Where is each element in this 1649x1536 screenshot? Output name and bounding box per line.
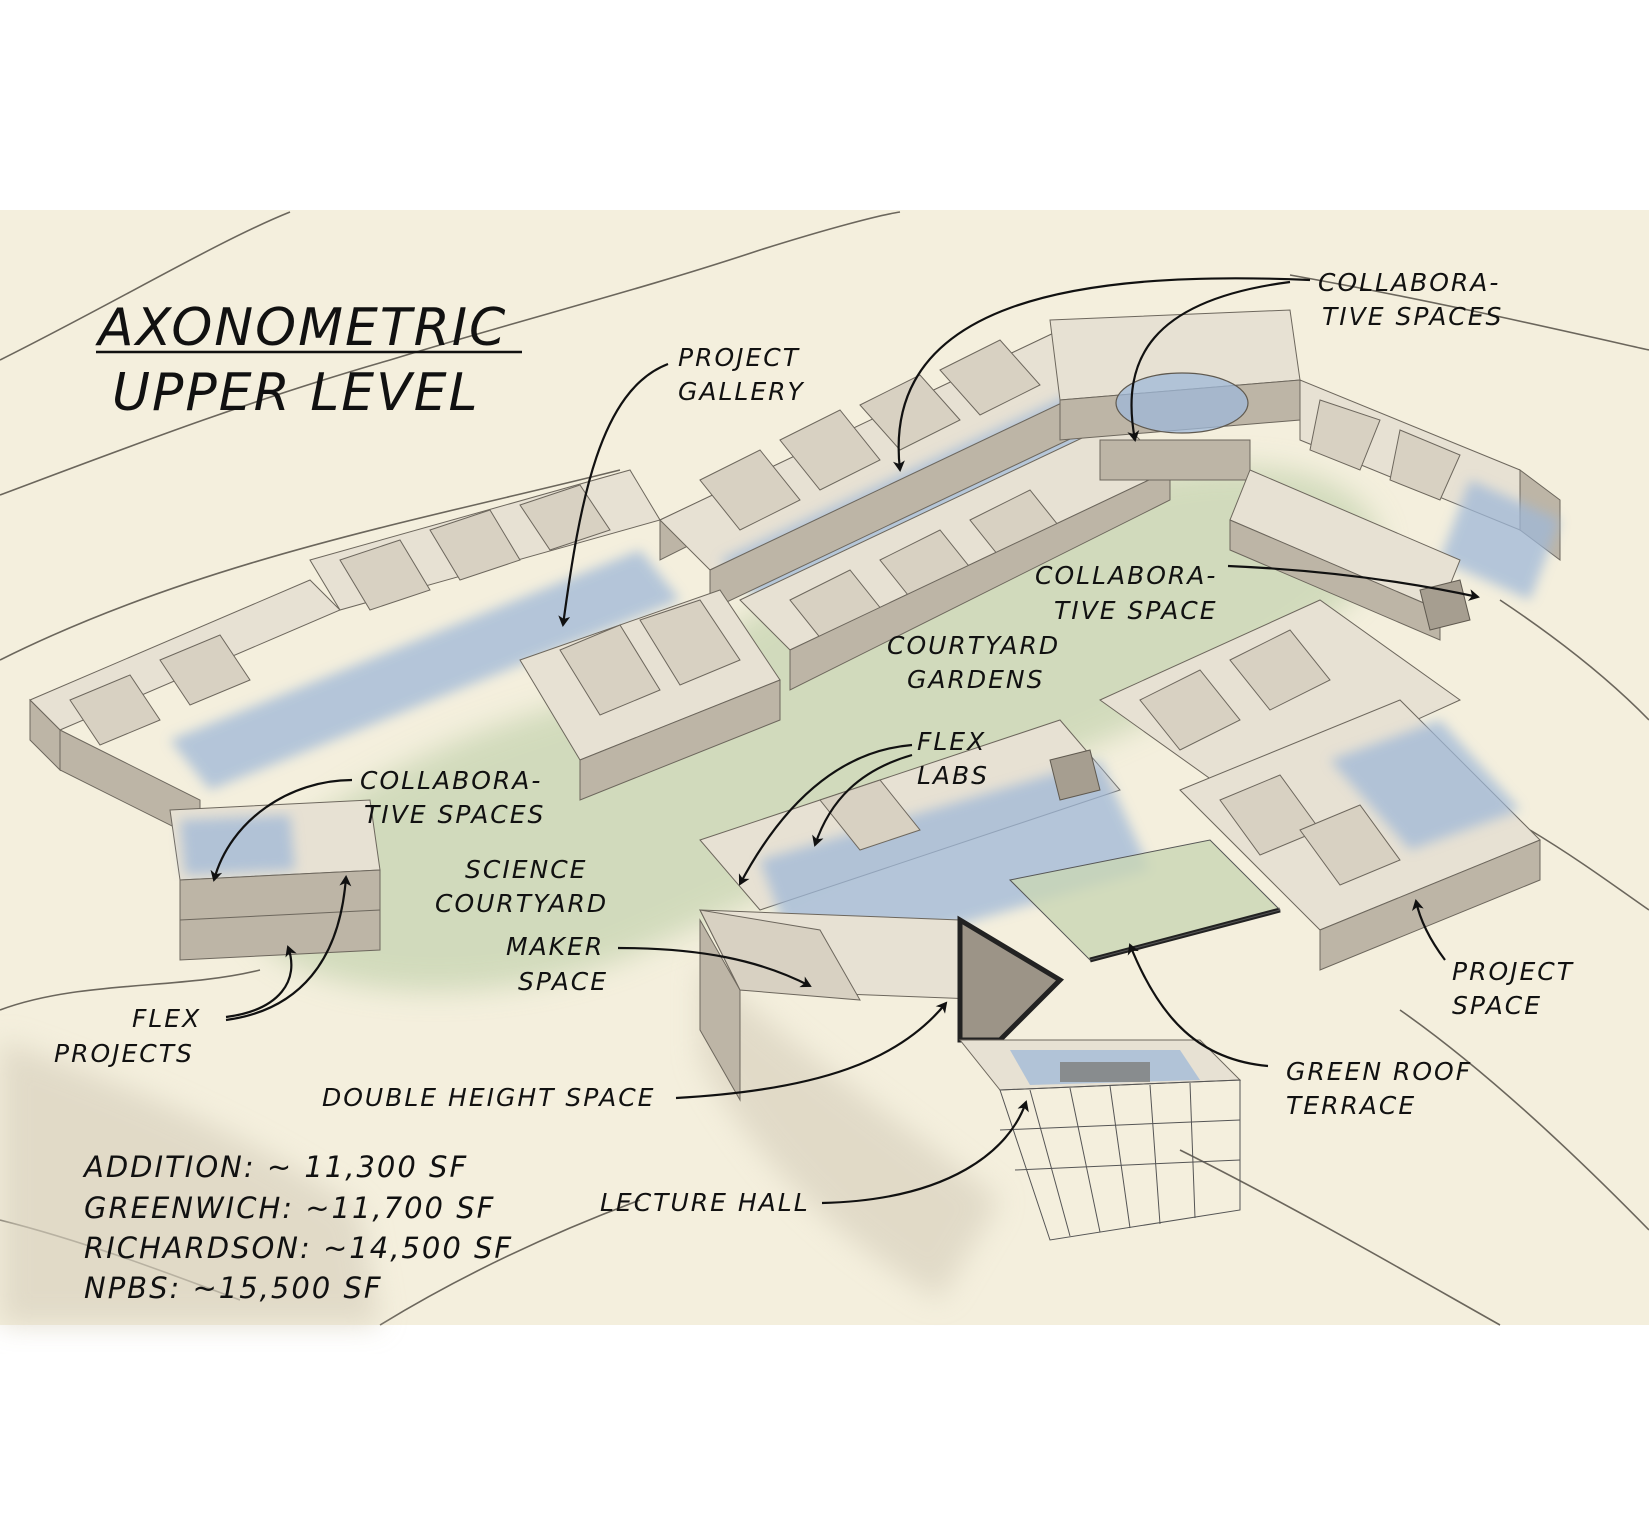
arrow-lecture-hall [821,1100,1029,1205]
label-courtyard-gardens-2: GARDENS [907,665,1044,694]
arrow-collab-space-right [1227,564,1480,601]
green-roof-terrace [1008,839,1281,963]
label-double-height-space: DOUBLE HEIGHT SPACE [322,1083,655,1112]
label-project-space-2: SPACE [1452,991,1542,1020]
arrow-project-space [1411,899,1446,961]
lecture-hall-block [958,1039,1242,1241]
label-collab-spaces-left-1: COLLABORA- [360,766,542,795]
flex-projects-block [169,799,381,961]
area-npbs: NPBS: ~15,500 SF [84,1271,383,1305]
label-collab-spaces-top-2: TIVE SPACES [1322,302,1503,331]
label-project-space-1: PROJECT [1452,957,1574,986]
label-collab-space-right-2: TIVE SPACE [1054,596,1218,625]
arrow-collab-top-a [892,277,1311,472]
rotunda-building [1049,309,1301,481]
label-flex-labs-2: LABS [917,761,989,790]
label-lecture-hall: LECTURE HALL [600,1188,810,1217]
terrain-shading [0,960,1000,1325]
label-maker-space-1: MAKER [506,932,604,961]
arrow-collab-top-b [1127,280,1291,442]
arrow-flex-labs-a [738,743,913,886]
label-flex-projects-2: PROJECTS [54,1039,194,1068]
north-wing [659,329,1171,691]
leader-arrows [210,277,1480,1205]
east-wing [1229,379,1561,641]
label-courtyard-gardens-1: COURTYARD [887,631,1060,660]
label-maker-space-2: SPACE [518,967,608,996]
label-project-gallery-1: PROJECT [678,343,800,372]
arrow-project-gallery [558,362,669,627]
label-flex-labs-1: FLEX [917,727,986,756]
title-line-1: AXONOMETRIC [95,298,507,358]
arrow-collab-spaces-left [210,778,353,882]
arrow-flex-projects-b [225,875,352,1022]
label-flex-projects-1: FLEX [132,1004,201,1033]
label-green-roof-terrace-1: GREEN ROOF [1286,1057,1472,1086]
label-collab-space-right-1: COLLABORA- [1035,561,1217,590]
area-addition: ADDITION: ~ 11,300 SF [82,1150,468,1184]
arrow-flex-labs-b [812,753,913,847]
label-science-courtyard-2: COURTYARD [435,889,608,918]
arrow-double-height [675,1001,948,1100]
label-science-courtyard-1: SCIENCE [465,855,587,884]
area-greenwich: GREENWICH: ~11,700 SF [84,1191,495,1225]
arrow-green-roof [1127,943,1269,1068]
west-wing [29,469,781,841]
courtyard-garden-area [244,465,1381,992]
label-project-gallery-2: GALLERY [678,377,805,406]
maker-space-block [699,909,1065,1102]
label-collab-spaces-left-2: TIVE SPACES [364,800,545,829]
arrow-maker-space [617,946,812,988]
label-collab-spaces-top-1: COLLABORA- [1318,268,1500,297]
label-green-roof-terrace-2: TERRACE [1286,1091,1416,1120]
area-richardson: RICHARDSON: ~14,500 SF [84,1231,513,1265]
arrow-flex-projects-a [225,945,297,1019]
title-line-2: UPPER LEVEL [112,363,480,423]
